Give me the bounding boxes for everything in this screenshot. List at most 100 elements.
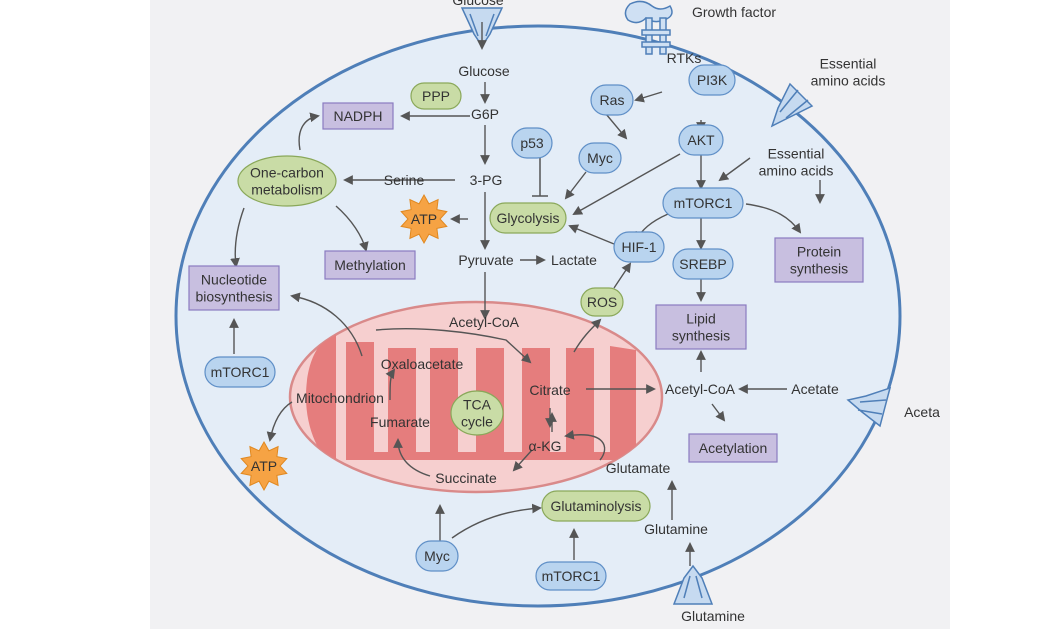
label-pg3: 3-PG (470, 172, 503, 188)
node-lipid-shape (655, 304, 747, 350)
node-ros-label: ROS (587, 294, 617, 310)
node-srebp-shape (672, 248, 734, 280)
node-p53-shape (511, 127, 553, 159)
node-glutaminolysis: Glutaminolysis (541, 490, 651, 522)
node-p53-label: p53 (520, 135, 544, 151)
node-acetylation-shape (688, 433, 778, 463)
node-one-carbon-shape (237, 155, 337, 207)
label-glucose-ext: Glucose (452, 0, 504, 8)
label-g6p: G6P (471, 106, 499, 122)
label-oxaloacetate: Oxaloacetate (381, 356, 464, 372)
node-ras-label: Ras (600, 92, 625, 108)
node-acetylation-label: Acetylation (699, 440, 767, 456)
node-mtorc1-mid-shape (662, 187, 744, 219)
label-acetate: Acetate (791, 381, 839, 397)
label-rtks: RTKs (667, 50, 702, 66)
node-p53: p53 (511, 127, 553, 159)
node-pi3k: PI3K (688, 64, 736, 96)
node-glycolysis: Glycolysis (489, 202, 567, 234)
node-methylation: Methylation (324, 250, 416, 280)
node-myc-bottom: Myc (415, 540, 459, 572)
node-myc-top-label: Myc (587, 150, 613, 166)
node-mtorc1-bottom-label: mTORC1 (542, 568, 601, 584)
node-nadph-shape (322, 102, 394, 130)
node-glutaminolysis-label: Glutaminolysis (550, 498, 641, 514)
label-growth-factor: Growth factor (692, 4, 776, 20)
node-srebp: SREBP (672, 248, 734, 280)
node-ppp: PPP (410, 82, 462, 110)
label-glutamine-ext: Glutamine (681, 608, 745, 624)
node-protein-shape (774, 237, 864, 283)
node-acetylation: Acetylation (688, 433, 778, 463)
node-atp2-label: ATP (251, 458, 277, 474)
node-atp1-shape (400, 193, 448, 245)
node-ras: Ras (590, 84, 634, 116)
mitochondrion-cristae (306, 334, 636, 468)
label-acetate-ext: Aceta (904, 404, 940, 420)
amino-acid-transporter-icon (770, 82, 814, 128)
node-glycolysis-shape (489, 202, 567, 234)
acetate-transporter-icon (846, 386, 892, 428)
node-atp1-label: ATP (411, 211, 437, 227)
node-ppp-shape (410, 82, 462, 110)
node-akt-shape (678, 124, 724, 156)
glutamine-transporter-icon (672, 564, 714, 605)
node-atp2-shape (240, 440, 288, 492)
node-mtorc1-left-label: mTORC1 (211, 364, 270, 380)
node-myc-top-shape (578, 142, 622, 174)
node-mtorc1-left: mTORC1 (204, 356, 276, 388)
node-mtorc1-bottom: mTORC1 (535, 561, 607, 591)
node-mtorc1-mid: mTORC1 (662, 187, 744, 219)
node-atp2: ATP (240, 440, 288, 492)
node-nadph-label: NADPH (333, 108, 382, 124)
node-ppp-label: PPP (422, 88, 450, 104)
label-akg: α-KG (529, 438, 562, 454)
node-srebp-label: SREBP (679, 256, 726, 272)
node-hif1-label: HIF-1 (622, 239, 657, 255)
label-acetylcoa-cyto: Acetyl-CoA (665, 381, 736, 397)
node-tca-shape (450, 390, 504, 436)
node-pi3k-shape (688, 64, 736, 96)
node-mtorc1-bottom-shape (535, 561, 607, 591)
label-glutamine-in: Glutamine (644, 521, 708, 537)
node-myc-bottom-label: Myc (424, 548, 450, 564)
node-ros-shape (580, 287, 624, 317)
node-akt-label: AKT (687, 132, 715, 148)
label-mitochondrion: Mitochondrion (296, 390, 384, 406)
node-nucleotide-shape (188, 265, 280, 311)
node-myc-bottom-shape (415, 540, 459, 572)
node-mtorc1-left-shape (204, 356, 276, 388)
node-pi3k-label: PI3K (697, 72, 728, 88)
node-atp1: ATP (400, 193, 448, 245)
label-pyruvate: Pyruvate (458, 252, 513, 268)
node-hif1: HIF-1 (613, 231, 665, 263)
node-mtorc1-mid-label: mTORC1 (674, 195, 733, 211)
growth-factor-receptor-icon (624, 0, 673, 55)
node-myc-top: Myc (578, 142, 622, 174)
node-glutaminolysis-shape (541, 490, 651, 522)
node-methylation-shape (324, 250, 416, 280)
label-glutamate: Glutamate (606, 460, 671, 476)
node-ros: ROS (580, 287, 624, 317)
label-serine: Serine (384, 172, 425, 188)
label-acetylcoa-mito: Acetyl-CoA (449, 314, 520, 330)
label-succinate: Succinate (435, 470, 497, 486)
label-citrate: Citrate (529, 382, 570, 398)
node-methylation-label: Methylation (334, 257, 406, 273)
node-glycolysis-label: Glycolysis (496, 210, 559, 226)
node-nadph: NADPH (322, 102, 394, 130)
node-akt: AKT (678, 124, 724, 156)
